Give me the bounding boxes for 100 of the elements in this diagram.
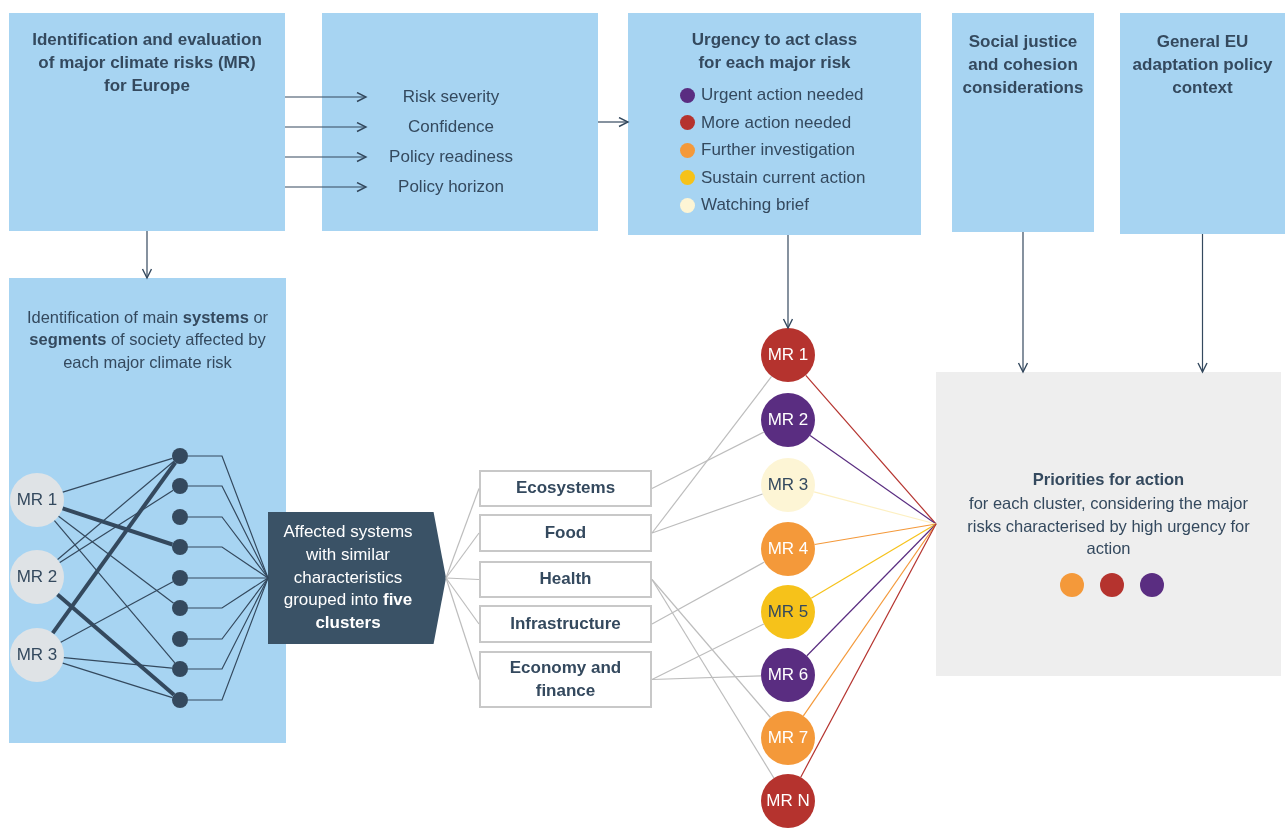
risk-circle bbox=[761, 774, 815, 828]
box-heading: Identification and evaluation of major climate risks (MR) for Europe bbox=[31, 29, 263, 97]
risk-label: MR 3 bbox=[767, 473, 809, 496]
process-box bbox=[952, 13, 1094, 232]
process-box bbox=[9, 13, 285, 231]
connector-line bbox=[57, 460, 175, 561]
box-heading: Social justice and cohesion considerations bbox=[961, 31, 1085, 99]
connector-line bbox=[187, 546, 269, 579]
network-dot bbox=[172, 692, 188, 708]
connector-line bbox=[63, 657, 173, 669]
cluster-label: Food bbox=[544, 521, 587, 544]
connector-line bbox=[57, 515, 175, 604]
priority-dot bbox=[1060, 573, 1084, 597]
panel-text: Identification of main systems or segments of society affected by each major climate risk bbox=[25, 307, 270, 373]
connector-line bbox=[809, 434, 937, 525]
connector-line bbox=[651, 493, 764, 534]
arrow bbox=[782, 234, 794, 329]
connector-line bbox=[187, 577, 269, 609]
connector-line bbox=[651, 431, 765, 490]
risk-circle bbox=[761, 711, 815, 765]
connector-line bbox=[651, 578, 775, 779]
arrow bbox=[1197, 233, 1208, 373]
list-item-label: Confidence bbox=[366, 115, 536, 139]
connector-line bbox=[62, 662, 173, 699]
network-dot bbox=[172, 661, 188, 677]
connector-line bbox=[60, 581, 174, 643]
risk-circle bbox=[10, 473, 64, 527]
cluster-box bbox=[479, 561, 652, 598]
connector-line bbox=[445, 577, 480, 625]
connector-line bbox=[651, 561, 765, 625]
cluster-box bbox=[479, 470, 652, 507]
connector-line bbox=[187, 577, 269, 640]
connector-line bbox=[814, 523, 937, 546]
connector-line bbox=[59, 489, 174, 564]
process-box bbox=[322, 13, 598, 231]
risk-label: MR 4 bbox=[767, 537, 809, 560]
network-dot bbox=[172, 570, 188, 586]
arrow bbox=[284, 181, 367, 193]
connector-line bbox=[187, 577, 269, 579]
connector-line bbox=[805, 374, 937, 525]
legend-label: Watching brief bbox=[701, 195, 810, 215]
box-heading: Urgency to act class for each major risk bbox=[690, 29, 859, 74]
risk-label: MR N bbox=[766, 789, 810, 812]
connector-line bbox=[187, 577, 269, 670]
connector-line bbox=[445, 487, 480, 579]
network-dot bbox=[172, 448, 188, 464]
box-heading: General EU adaptation policy context bbox=[1131, 31, 1274, 99]
risk-label: MR 7 bbox=[767, 726, 809, 749]
connector-line bbox=[810, 523, 937, 599]
network-dot bbox=[172, 509, 188, 525]
risk-label: MR 5 bbox=[767, 600, 809, 623]
risk-circle bbox=[761, 648, 815, 702]
box-text: Affected systems with similar characteristics grouped into five clusters bbox=[282, 520, 414, 635]
connector-line bbox=[62, 506, 174, 547]
process-panel bbox=[936, 372, 1281, 676]
panel-text: for each cluster, considering the major risks characterised by high urgency for action bbox=[966, 493, 1251, 559]
risk-label: MR 3 bbox=[16, 643, 58, 666]
cluster-box bbox=[479, 605, 652, 643]
risk-circle bbox=[10, 628, 64, 682]
connector-line bbox=[813, 491, 937, 525]
cluster-label: Economy and finance bbox=[508, 656, 623, 702]
connector-line bbox=[802, 523, 937, 717]
arrow bbox=[284, 91, 367, 103]
network-dot bbox=[172, 478, 188, 494]
panel-heading: Priorities for action bbox=[1032, 469, 1185, 490]
connector-line bbox=[187, 455, 269, 579]
connector-line bbox=[445, 577, 480, 581]
risk-circle bbox=[761, 585, 815, 639]
risk-circle bbox=[761, 328, 815, 382]
priority-dot bbox=[1100, 573, 1124, 597]
connector-line bbox=[53, 520, 176, 664]
risk-label: MR 6 bbox=[767, 663, 809, 686]
risk-circle bbox=[761, 393, 815, 447]
risk-circle bbox=[761, 522, 815, 576]
risk-label: MR 2 bbox=[767, 408, 809, 431]
risk-label: MR 2 bbox=[16, 565, 58, 588]
list-item-label: Policy horizon bbox=[366, 175, 536, 199]
priority-dot bbox=[1140, 573, 1164, 597]
process-box bbox=[628, 13, 921, 235]
legend-label: Urgent action needed bbox=[701, 85, 864, 105]
connector-line bbox=[445, 577, 480, 681]
arrow-shaped-box bbox=[268, 512, 446, 644]
connector-line bbox=[651, 578, 771, 719]
arrow bbox=[284, 121, 367, 133]
connector-line bbox=[651, 375, 773, 534]
arrow bbox=[597, 116, 629, 128]
list-item-label: Risk severity bbox=[366, 85, 536, 109]
arrow bbox=[141, 230, 153, 279]
risk-label: MR 1 bbox=[16, 488, 58, 511]
connector-line bbox=[445, 532, 480, 579]
process-box bbox=[1120, 13, 1285, 234]
risk-circle bbox=[761, 458, 815, 512]
cluster-box bbox=[479, 651, 652, 708]
legend-label: More action needed bbox=[701, 112, 852, 133]
network-dot bbox=[172, 600, 188, 616]
connector-line bbox=[800, 523, 937, 778]
legend-label: Further investigation bbox=[701, 140, 856, 160]
network-dot bbox=[172, 631, 188, 647]
arrow bbox=[284, 151, 367, 163]
connector-line bbox=[187, 516, 269, 579]
